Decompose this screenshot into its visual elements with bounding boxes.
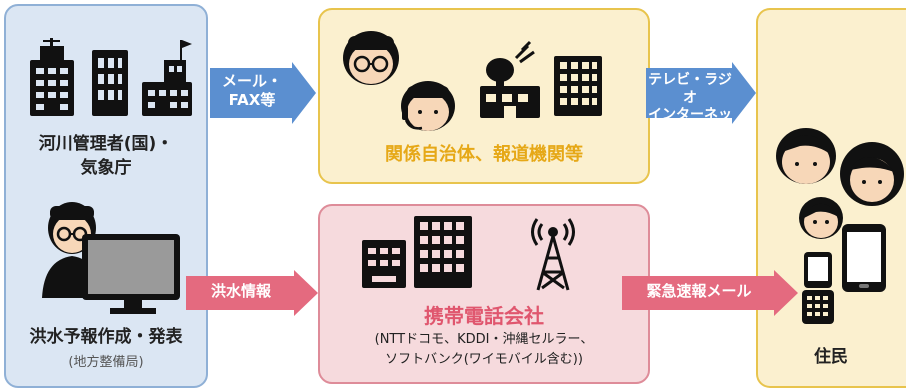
mobile-carrier-label: 携帯電話会社 <box>424 304 544 328</box>
river-manager-label: 河川管理者(国)・ 気象庁 <box>38 134 174 178</box>
municipality-media-label: 関係自治体、報道機関等 <box>385 144 583 165</box>
government-buildings-icon <box>30 38 192 116</box>
mail-fax-arrow: メール・ FAX等 <box>210 62 316 124</box>
carrier-building-icon <box>362 216 472 288</box>
flip-phone-icon <box>802 252 834 324</box>
regional-bureau-label: (地方整備局) <box>68 355 144 370</box>
emergency-mail-arrow: 緊急速報メール <box>622 270 798 316</box>
smartphone-icon <box>842 224 886 292</box>
broadcast-station-icon <box>480 40 540 118</box>
emergency-mail-label: 緊急速報メール <box>646 282 752 300</box>
mail-fax-label: メール・ FAX等 <box>221 72 282 109</box>
mobile-carrier-box <box>318 204 650 384</box>
flood-info-arrow: 洪水情報 <box>186 270 318 316</box>
forecast-issuer-label: 洪水予報作成・発表 <box>29 327 183 347</box>
child-icon <box>799 197 843 239</box>
flood-info-label: 洪水情報 <box>210 282 271 300</box>
forecaster-at-computer-icon <box>42 202 180 314</box>
operator-headset-icon <box>401 81 455 131</box>
tv-radio-internet-label: テレビ・ラジオ インターネット等 <box>648 72 732 141</box>
official-person-icon <box>343 31 399 85</box>
residents-people-icon <box>776 128 904 206</box>
tv-radio-internet-arrow: テレビ・ラジオ インターネット等 <box>646 62 756 141</box>
office-building-icon <box>554 56 602 116</box>
carrier-list-label: (NTTドコモ、KDDI・沖縄セルラー、 ソフトバンク(ワイモバイル含む)) <box>374 332 594 367</box>
resident-label: 住民 <box>814 347 848 367</box>
cell-tower-icon <box>531 218 575 291</box>
